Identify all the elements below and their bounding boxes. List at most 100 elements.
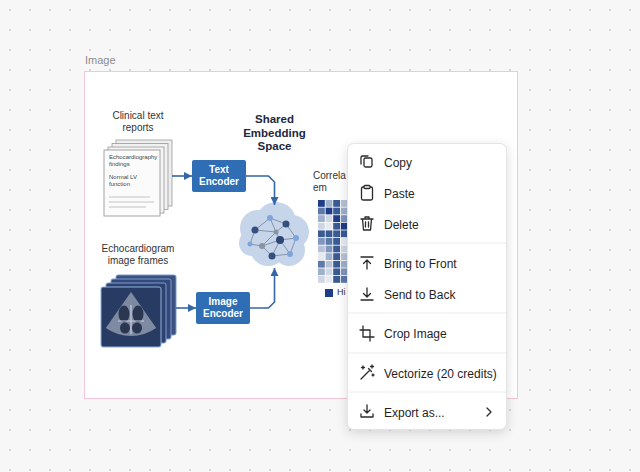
network-node — [283, 221, 290, 228]
matrix-cell — [333, 230, 340, 237]
matrix-cell — [333, 253, 340, 260]
matrix-cell — [318, 208, 325, 215]
matrix-cell — [318, 253, 325, 260]
matrix-cell — [326, 230, 333, 237]
heart-chamber — [120, 323, 130, 334]
echo-frames-art — [101, 275, 176, 347]
heart-wall — [118, 305, 144, 334]
correlation-matrix: Correla em — [313, 168, 347, 298]
heart-chamber — [133, 306, 144, 323]
report-sheets — [104, 140, 172, 216]
context-menu: CopyPasteDeleteBring to FrontSend to Bac… — [347, 143, 507, 430]
matrix-cell — [333, 246, 340, 253]
flow-arrow — [250, 268, 275, 308]
paste-icon — [362, 187, 373, 200]
send-back-icon — [361, 288, 373, 300]
network-node — [287, 251, 293, 257]
matrix-cell — [326, 215, 333, 222]
matrix-cell — [333, 223, 340, 230]
sheet — [104, 150, 160, 216]
network-node — [259, 243, 265, 249]
text-lines — [109, 197, 154, 207]
matrix-cell — [318, 261, 325, 268]
encoder-box: Image Encoder — [196, 292, 250, 324]
matrix-cell — [318, 276, 325, 283]
embedding-cloud-art — [239, 202, 309, 266]
copy-icon — [364, 158, 372, 167]
network-node — [248, 242, 253, 247]
matrix-cell — [326, 238, 333, 245]
menu-item: Send to Back — [384, 287, 508, 303]
menu-separator — [348, 353, 506, 354]
network-node — [269, 253, 276, 260]
embedding-cloud: Shared Embedding Space — [237, 205, 312, 268]
delete-icon — [361, 217, 373, 230]
export-icon — [361, 405, 373, 417]
menu-separators — [348, 243, 506, 392]
matrix-cell — [318, 268, 325, 275]
matrix-cell — [326, 253, 333, 260]
matrix-cell — [333, 276, 340, 283]
encoder-label: Text Encoder — [192, 164, 246, 188]
matrix-cell — [318, 215, 325, 222]
ultrasound-fan — [106, 292, 156, 336]
flow-arrow — [176, 307, 196, 309]
matrix-cell — [318, 238, 325, 245]
matrix-cell — [333, 200, 340, 207]
matrix-cell — [326, 246, 333, 253]
report-text: Echocardiography findings — [109, 154, 155, 168]
network-node — [267, 215, 273, 221]
matrix-cell — [318, 246, 325, 253]
matrix-cell — [318, 223, 325, 230]
legend-swatch — [325, 289, 333, 297]
matrix-cell — [318, 200, 325, 207]
menu-separator — [348, 313, 506, 314]
bring-front-icon — [361, 257, 373, 269]
menu-separator — [348, 243, 506, 244]
menu-item: Export as... — [384, 405, 508, 421]
matrix-cell — [326, 261, 333, 268]
matrix-cell — [326, 276, 333, 283]
submenu-chevron — [487, 408, 491, 416]
flow-arrow — [246, 176, 275, 205]
cloud-puff — [239, 230, 265, 256]
stack-caption: Clinical text reports — [98, 110, 178, 134]
stack-caption: Echocardiogram image frames — [96, 243, 180, 267]
matrix-cell — [318, 230, 325, 237]
encoder-label: Image Encoder — [196, 296, 250, 320]
frame-stack: Echocardiogram image frames — [100, 275, 176, 347]
frame-label: Image — [85, 53, 205, 67]
flow-arrow — [172, 175, 192, 177]
report-stack: Clinical text reportsEchocardiography fi… — [104, 140, 172, 216]
menu-item: Paste — [384, 186, 508, 202]
matrix-cell — [326, 268, 333, 275]
network-node — [274, 230, 279, 235]
menu-separator — [348, 392, 506, 393]
matrix-cell — [333, 261, 340, 268]
heart-chamber — [132, 323, 142, 334]
heart-chamber — [119, 306, 130, 323]
matrix-cell — [326, 208, 333, 215]
copy-icon — [361, 156, 368, 164]
legend-label: Hi — [337, 285, 346, 299]
menu-item: Delete — [384, 217, 508, 233]
crop-icon — [360, 326, 374, 341]
menu-item: Crop Image — [384, 326, 508, 342]
vectorize-icon — [361, 365, 374, 379]
menu-item: Bring to Front — [384, 256, 508, 272]
network-node — [293, 235, 299, 241]
encoder-box: Text Encoder — [192, 160, 246, 192]
network-node — [252, 227, 259, 234]
matrix-cell — [333, 215, 340, 222]
paste-icon — [364, 186, 370, 189]
menu-item: Vectorize (20 credits) — [384, 366, 508, 382]
space-heading: Shared Embedding Space — [235, 113, 315, 154]
matrix-cell — [326, 223, 333, 230]
menu-item: Copy — [384, 155, 508, 171]
network-links — [250, 218, 296, 256]
